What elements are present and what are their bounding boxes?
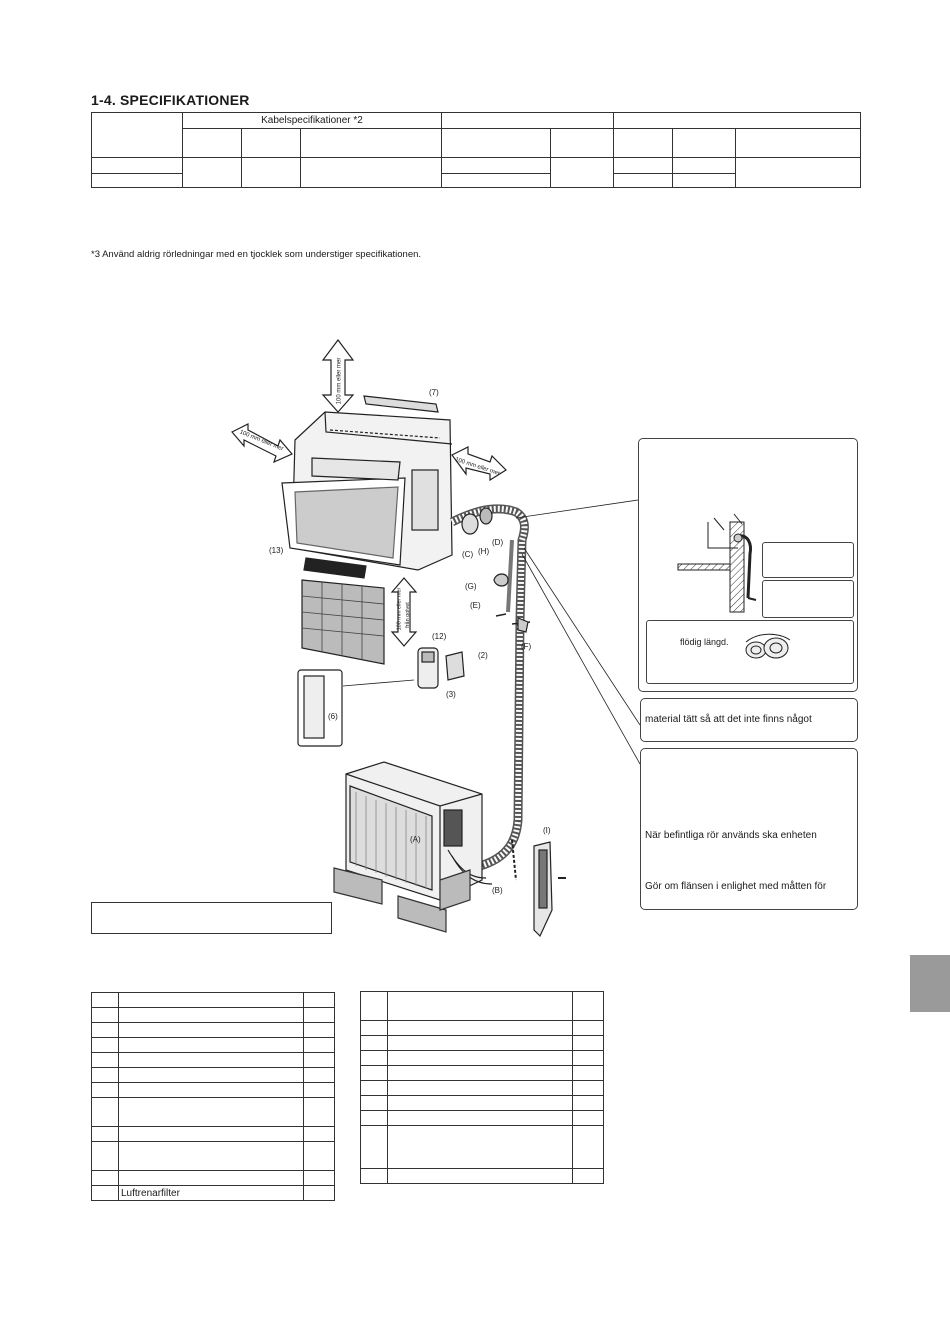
callout-box-existing-pipes (640, 748, 858, 910)
callout-sub-box (762, 542, 854, 578)
footnote: *3 Använd aldrig rörledningar med en tjo… (91, 249, 422, 260)
part-label: (13) (269, 546, 284, 555)
indoor-unit-icon (281, 411, 453, 571)
arrow-top-icon (321, 339, 355, 413)
part-label: (6) (328, 712, 338, 721)
pipe-fixing-band-icon (493, 573, 509, 587)
note-frame (91, 902, 332, 934)
spec-cell (300, 157, 442, 188)
parts-table-left: Luftrenarfilter (91, 992, 335, 1201)
wall-hole-sleeve-icon (461, 513, 479, 535)
part-label: (I) (543, 826, 551, 835)
part-label: (A) (410, 835, 421, 844)
callout-box2-text: material tätt så att det inte finns någo… (645, 714, 812, 725)
part-label: (F) (521, 642, 532, 651)
part-label: (G) (465, 582, 477, 591)
part-label: (H) (478, 547, 490, 556)
side-tab (910, 955, 950, 1012)
part-label: (C) (462, 550, 474, 559)
remote-holder-icon (445, 651, 465, 681)
wall-detail-drawing (677, 513, 757, 613)
spec-table: Kabelspecifikationer *2 (91, 112, 861, 188)
spec-cell (91, 173, 183, 188)
spec-cell (241, 157, 301, 188)
callout-box3-line1: När befintliga rör används ska enheten (645, 830, 817, 841)
spec-cell (672, 173, 736, 188)
callout-sub-box (762, 580, 854, 618)
callout-box-sealing (640, 698, 858, 742)
outdoor-unit-icon (345, 761, 493, 901)
concrete-blocks-icon (333, 867, 471, 933)
part-label: (B) (492, 886, 503, 895)
section-title: 1-4. SPECIFIKATIONER (91, 92, 250, 108)
callout-box1-text: flödig längd. (680, 637, 729, 647)
mounting-bar-icon (363, 395, 439, 413)
arrow-right-icon (451, 446, 507, 482)
clearance-bottom-label-1: 100 mm eller mer (396, 587, 403, 631)
spec-cell (91, 112, 183, 158)
part-label: (D) (492, 538, 504, 547)
spec-cell (182, 157, 242, 188)
air-filter-strip-icon (303, 557, 367, 579)
callout-box3-line2: Gör om flänsen i enlighet med måtten för (645, 881, 827, 892)
arrow-bottom-icon (390, 577, 418, 647)
arrow-left-icon (231, 423, 293, 464)
filter-grid-icon (301, 579, 385, 665)
part-label: (7) (429, 388, 439, 397)
parts-table-right (360, 991, 604, 1184)
part-label: (12) (432, 632, 447, 641)
parts-table-last-label: Luftrenarfilter (118, 1185, 304, 1201)
pipe-cover-icon (533, 841, 553, 938)
drain-hose-icon (511, 839, 517, 881)
spec-cell (550, 157, 614, 188)
part-label: (E) (470, 601, 481, 610)
part-label: (2) (478, 651, 488, 660)
spec-cell (441, 173, 551, 188)
spec-cell (735, 157, 861, 188)
part-label: (3) (446, 690, 456, 699)
clearance-bottom-label-2: från golvet (404, 602, 411, 628)
wall-hole-cover-icon (479, 507, 493, 525)
pipe-section-icon (745, 633, 791, 659)
clearance-top-label: 100 mm eller mer (336, 357, 343, 405)
